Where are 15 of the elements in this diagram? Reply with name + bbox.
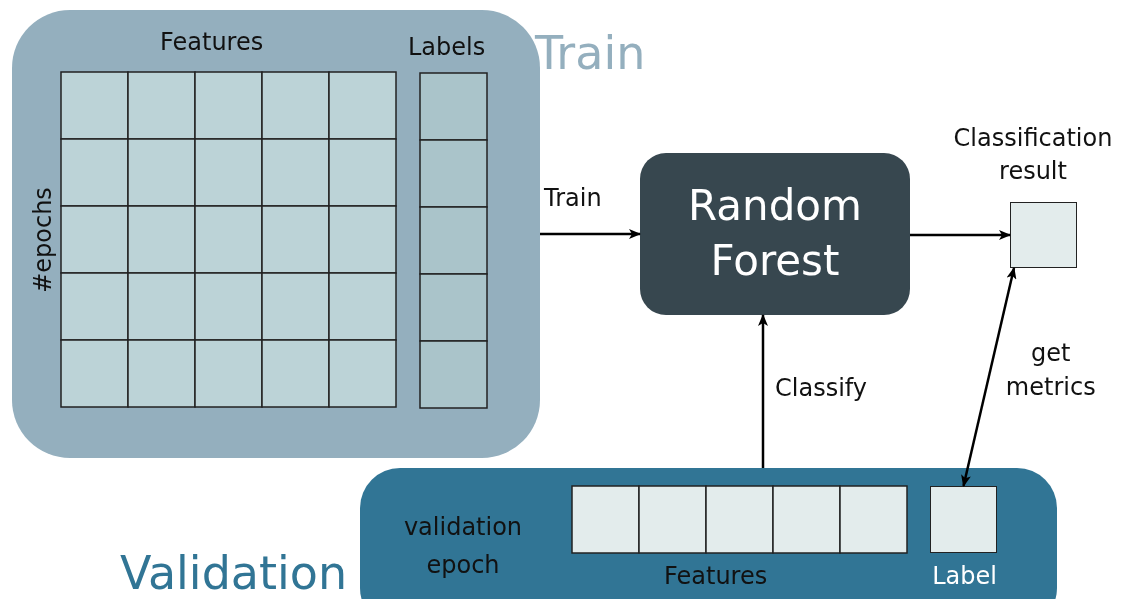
column-header: Features — [160, 28, 264, 57]
arrow — [758, 314, 768, 468]
panel-title: Validation — [120, 550, 348, 596]
column-header: Labels — [408, 33, 486, 62]
arrow — [910, 230, 1011, 240]
arrow — [540, 229, 641, 239]
node-label: Classification result — [952, 122, 1114, 188]
row-header: validation epoch — [402, 512, 524, 582]
node-label: Label — [931, 561, 998, 592]
model-box — [640, 153, 910, 315]
column-header: Features — [664, 562, 768, 591]
arrow — [961, 267, 1017, 487]
row-header: #epochs — [28, 187, 57, 293]
model-label: Random Forest — [687, 180, 863, 287]
panel-title: Train — [535, 30, 646, 76]
